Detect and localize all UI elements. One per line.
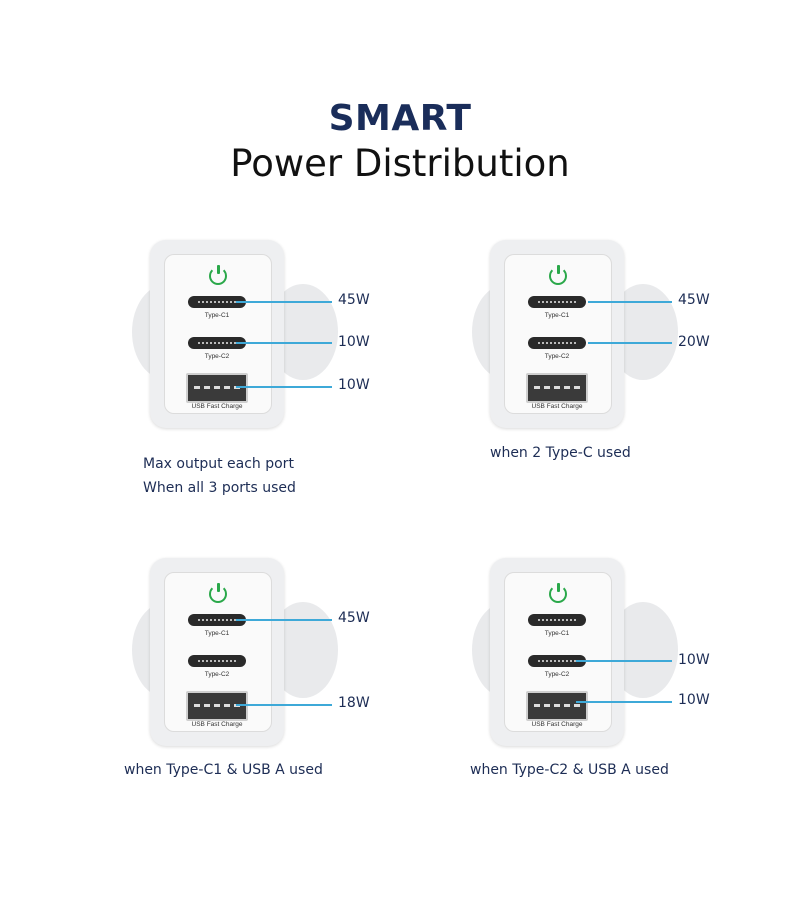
type-c1-label: Type-C1 xyxy=(544,630,570,637)
type-c1-label: Type-C1 xyxy=(204,312,230,319)
type-c1-port xyxy=(188,296,246,308)
c2-leader-line xyxy=(576,660,672,662)
type-c2-port xyxy=(528,337,586,349)
caption-line: when Type-C1 & USB A used xyxy=(124,762,323,778)
type-c2-port xyxy=(528,655,586,667)
caption-line: when Type-C2 & USB A used xyxy=(470,762,669,778)
power-icon-bar xyxy=(556,265,560,274)
usb-a-label: USB Fast Charge xyxy=(531,403,583,410)
type-c1-label: Type-C1 xyxy=(544,312,570,319)
caption-line: When all 3 ports used xyxy=(143,480,296,496)
power-icon xyxy=(209,585,227,603)
power-icon xyxy=(209,267,227,285)
power-icon-bar xyxy=(556,583,560,592)
usb-a-port xyxy=(526,373,588,403)
usba-watt: 10W xyxy=(338,377,370,393)
usb-a-port xyxy=(526,691,588,721)
type-c2-port xyxy=(188,655,246,667)
usb-a-label: USB Fast Charge xyxy=(531,721,583,728)
usba-watt: 10W xyxy=(678,692,710,708)
caption-line: when 2 Type-C used xyxy=(490,445,631,461)
caption-c2-usba: when Type-C2 & USB A used xyxy=(470,758,669,782)
c1-leader-line xyxy=(236,619,332,621)
type-c2-label: Type-C2 xyxy=(204,671,230,678)
c1-watt: 45W xyxy=(338,292,370,308)
c2-leader-line xyxy=(236,342,332,344)
usba-leader-line xyxy=(236,386,332,388)
type-c1-port xyxy=(528,614,586,626)
c2-leader-line xyxy=(588,342,672,344)
usba-leader-line xyxy=(576,701,672,703)
heading-smart: SMART xyxy=(328,98,472,139)
type-c2-label: Type-C2 xyxy=(544,353,570,360)
type-c1-port xyxy=(528,296,586,308)
type-c1-port xyxy=(188,614,246,626)
usba-leader-line xyxy=(236,704,332,706)
c2-watt: 10W xyxy=(338,334,370,350)
caption-two-type-c: when 2 Type-C used xyxy=(490,441,631,465)
usb-a-port xyxy=(186,373,248,403)
c1-leader-line xyxy=(588,301,672,303)
type-c2-label: Type-C2 xyxy=(544,671,570,678)
type-c1-label: Type-C1 xyxy=(204,630,230,637)
type-c2-port xyxy=(188,337,246,349)
c2-watt: 10W xyxy=(678,652,710,668)
usb-a-label: USB Fast Charge xyxy=(191,403,243,410)
power-icon-bar xyxy=(216,583,220,592)
caption-c1-usba: when Type-C1 & USB A used xyxy=(124,758,323,782)
c1-watt: 45W xyxy=(338,610,370,626)
c1-watt: 45W xyxy=(678,292,710,308)
usba-watt: 18W xyxy=(338,695,370,711)
usb-a-label: USB Fast Charge xyxy=(191,721,243,728)
caption-line: Max output each port xyxy=(143,456,294,472)
c2-watt: 20W xyxy=(678,334,710,350)
power-icon-bar xyxy=(216,265,220,274)
usb-a-port xyxy=(186,691,248,721)
power-icon xyxy=(549,267,567,285)
c1-leader-line xyxy=(236,301,332,303)
power-icon xyxy=(549,585,567,603)
type-c2-label: Type-C2 xyxy=(204,353,230,360)
caption-all-ports: Max output each port When all 3 ports us… xyxy=(143,452,296,500)
heading-power-distribution: Power Distribution xyxy=(230,142,570,185)
